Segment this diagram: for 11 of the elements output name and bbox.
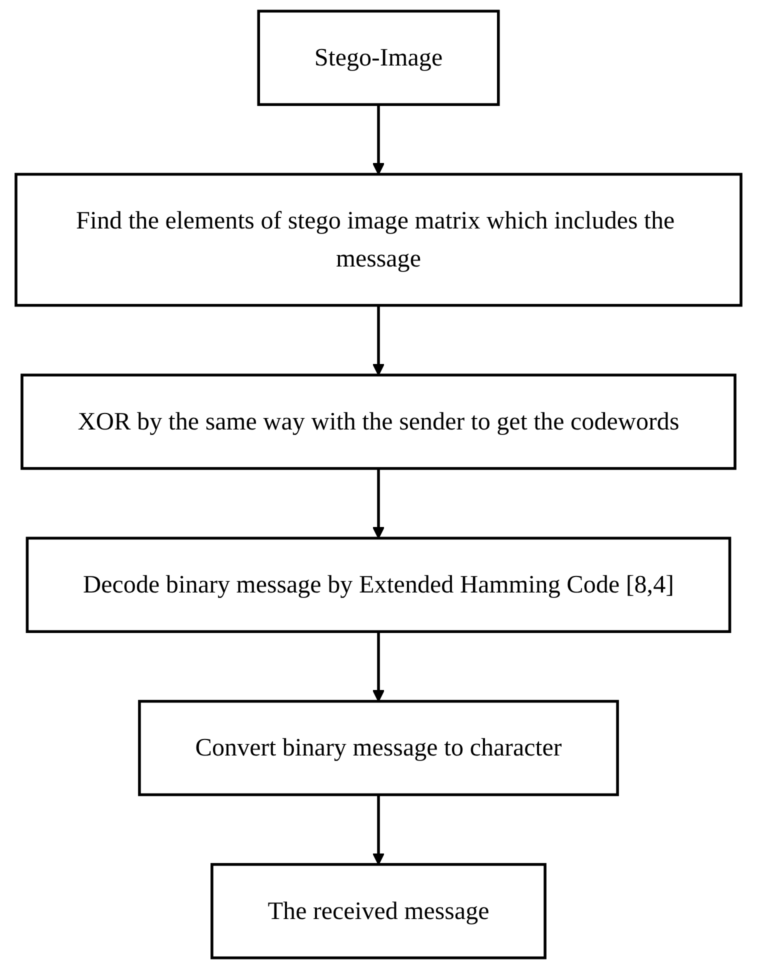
arrow (372, 794, 385, 865)
node-box: The received message (210, 863, 546, 960)
node-box: Convert binary message to character (138, 700, 619, 796)
node-box: Stego-Image (257, 10, 500, 106)
arrow (372, 632, 385, 702)
node-box: XOR by the same way with the sender to get the codewords (20, 374, 736, 470)
arrow (372, 305, 385, 376)
node-box: Find the elements of stego image matrix which includes the message (14, 172, 742, 307)
arrow (372, 468, 385, 539)
node-box: Decode binary message by Extended Hamming Code [8,4] (26, 536, 732, 633)
arrow (372, 104, 385, 175)
